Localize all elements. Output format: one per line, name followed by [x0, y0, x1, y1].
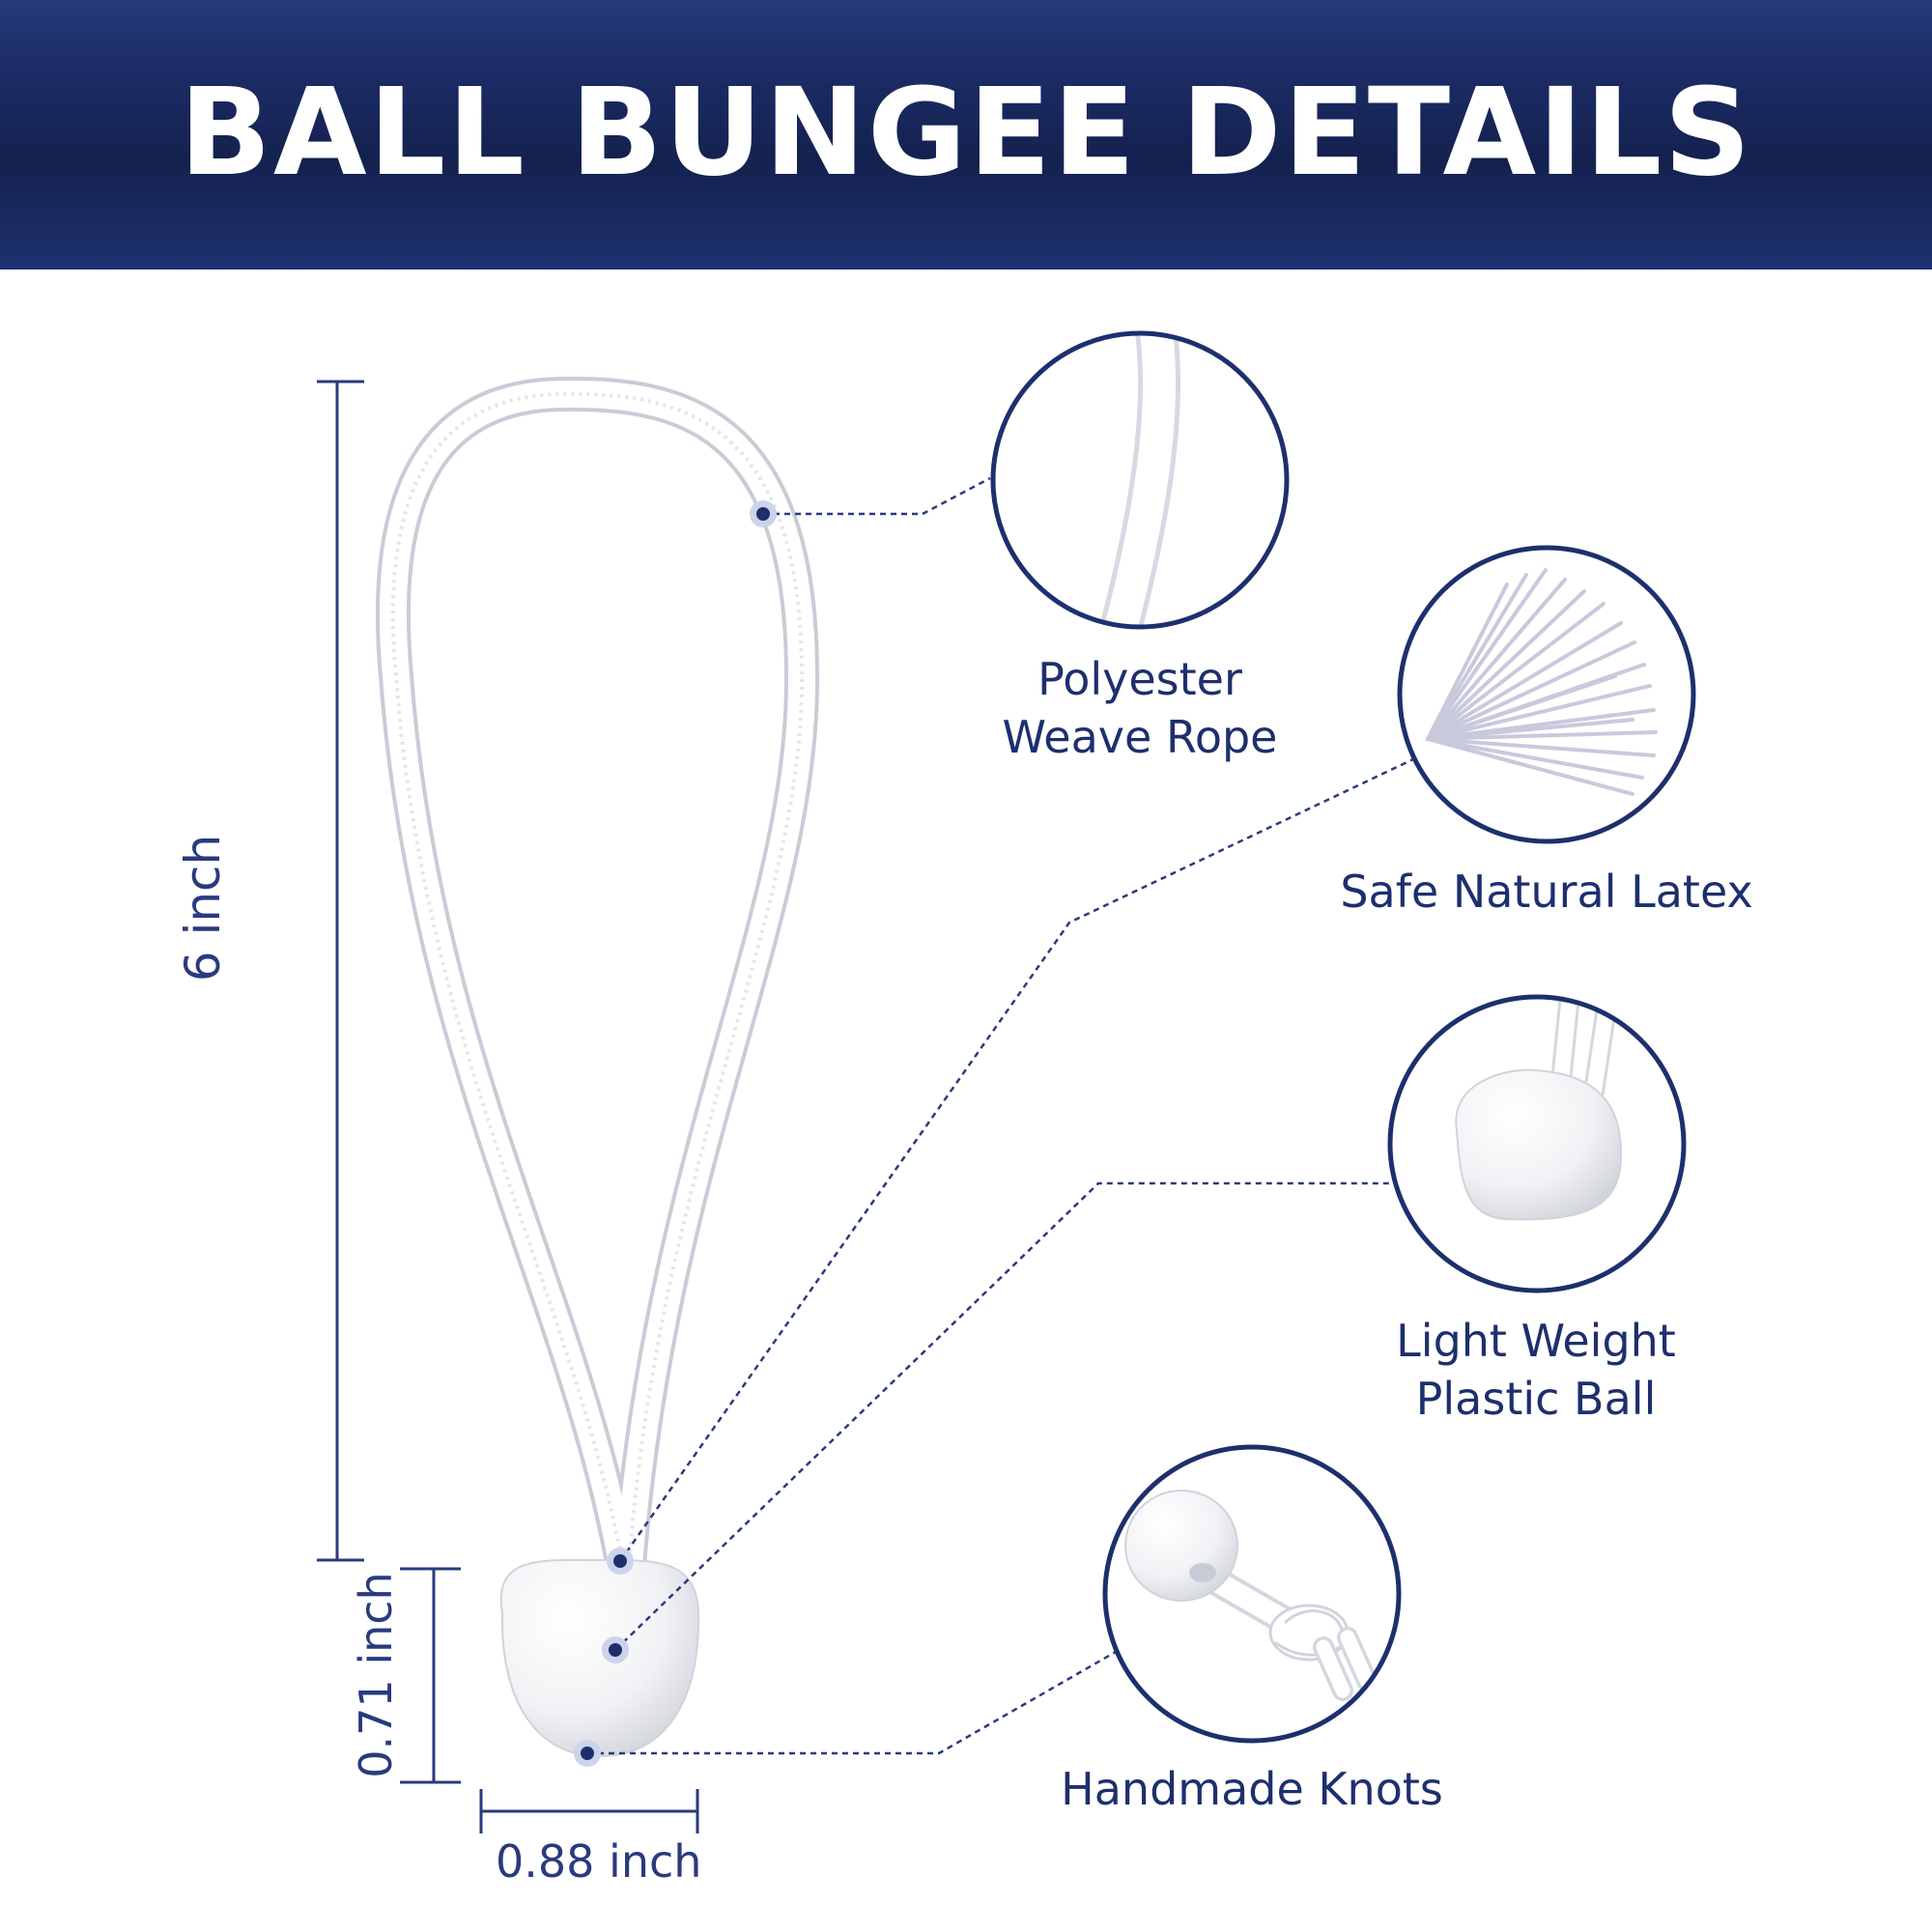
- feature-label-latex: Safe Natural Latex: [1333, 863, 1760, 921]
- feature-label-ball-line1: Light Weight: [1396, 1315, 1676, 1367]
- plastic-ball: [499, 1558, 700, 1758]
- feature-label-rope: Polyester Weave Rope: [995, 650, 1285, 766]
- ball-height-dimension-label: 0.71 inch: [350, 1572, 402, 1778]
- header-banner: BALL BUNGEE DETAILS: [0, 0, 1932, 270]
- leader-lines: [587, 476, 1416, 1755]
- rope-closeup-icon: [990, 330, 1290, 630]
- feature-label-knots: Handmade Knots: [1057, 1760, 1447, 1818]
- callout-dots: [574, 500, 777, 1767]
- latex-strands-icon: [1397, 545, 1696, 844]
- feature-label-latex-line1: Safe Natural Latex: [1340, 866, 1753, 918]
- dimension-lines: [317, 380, 699, 1833]
- feature-label-rope-line2: Weave Rope: [1002, 711, 1278, 763]
- feature-label-rope-line1: Polyester: [1037, 653, 1242, 705]
- feature-label-ball-line2: Plastic Ball: [1415, 1373, 1657, 1425]
- plastic-ball-icon: [1387, 994, 1687, 1293]
- bungee-cord: [375, 376, 820, 1597]
- height-dimension-label: 6 inch: [175, 834, 231, 982]
- feature-label-knots-line1: Handmade Knots: [1061, 1763, 1443, 1815]
- feature-label-ball: Light Weight Plastic Ball: [1381, 1312, 1690, 1428]
- knot-icon: [1102, 1444, 1402, 1744]
- ball-width-dimension-label: 0.88 inch: [496, 1835, 702, 1888]
- page-title: BALL BUNGEE DETAILS: [179, 63, 1753, 203]
